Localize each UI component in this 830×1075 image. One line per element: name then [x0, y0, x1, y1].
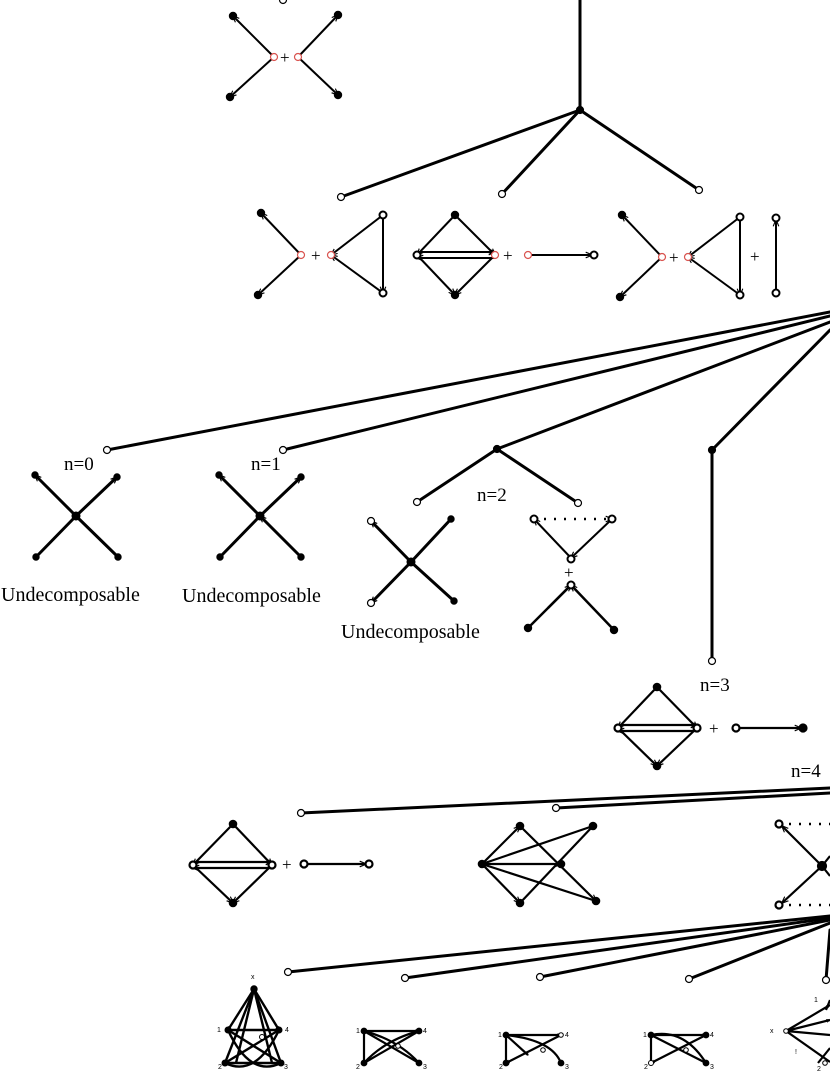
graph-x-n1	[215, 471, 305, 561]
tree-edges	[105, 0, 830, 982]
small-graph-4	[647, 1031, 710, 1067]
graph-diamond-plus-arrow-n3	[613, 682, 808, 771]
graph-x-n2-left	[366, 515, 458, 608]
vertex-label-1: 1	[217, 1027, 221, 1034]
label-undecomposable: Undecomposable	[1, 584, 140, 606]
vertex-label-4: 4	[423, 1028, 427, 1035]
vertex-label-bang: !	[795, 1049, 797, 1056]
vertex-label-4: 4	[710, 1032, 714, 1039]
label-n1: n=1	[251, 454, 281, 475]
vertex-label-1: 1	[643, 1032, 647, 1039]
vertex-label-2: 2	[644, 1064, 648, 1071]
graph-x-n0	[31, 471, 122, 561]
graph-partial-x-n4	[774, 819, 830, 910]
plus-sign: +	[564, 563, 574, 582]
vertex-label-3: 3	[423, 1064, 427, 1071]
small-graph-1	[221, 985, 285, 1068]
graph-bowtie-n4	[477, 821, 601, 908]
graph-x-plus-triangle	[253, 208, 388, 300]
vertex-label-2: 2	[218, 1064, 222, 1071]
vertex-label-2: 2	[817, 1066, 821, 1073]
graph-diamond-plus-arrow	[412, 210, 599, 300]
label-undecomposable: Undecomposable	[182, 585, 321, 607]
graph-diamond-plus-arrow-n4	[188, 819, 374, 908]
plus-sign: +	[709, 719, 719, 738]
vertex-label-4: 4	[285, 1027, 289, 1034]
plus-sign: +	[503, 246, 513, 265]
vertex-label-2: 2	[356, 1064, 360, 1071]
graph-triangle-plus-x-n2	[523, 514, 619, 635]
vertex-label-1: 1	[814, 997, 818, 1004]
label-undecomposable: Undecomposable	[341, 621, 480, 643]
vertex-label-3: 3	[284, 1064, 288, 1071]
small-graph-5-partial	[783, 999, 830, 1066]
plus-sign: +	[311, 246, 321, 265]
graph-x-split-top	[225, 10, 343, 102]
vertex-label-x: x	[251, 974, 255, 981]
vertex-label-2: 2	[499, 1064, 503, 1071]
small-graph-2	[360, 1027, 423, 1067]
vertex-label-x: x	[770, 1028, 774, 1035]
label-n4: n=4	[791, 761, 821, 782]
tree-nodes	[102, 0, 830, 985]
label-n0: n=0	[64, 454, 94, 475]
vertex-label-1: 1	[356, 1028, 360, 1035]
label-n2: n=2	[477, 485, 507, 506]
plus-sign: +	[669, 248, 679, 267]
vertex-label-3: 3	[565, 1064, 569, 1071]
small-graph-3	[502, 1031, 565, 1067]
plus-sign: +	[282, 855, 292, 874]
graph-x-plus-triangle-plus-arrow	[615, 210, 781, 302]
vertex-label-4: 4	[565, 1032, 569, 1039]
plus-sign: +	[750, 247, 760, 266]
vertex-label-3: 3	[710, 1064, 714, 1071]
plus-sign: +	[280, 48, 290, 67]
vertex-label-1: 1	[498, 1032, 502, 1039]
label-n3: n=3	[700, 675, 730, 696]
